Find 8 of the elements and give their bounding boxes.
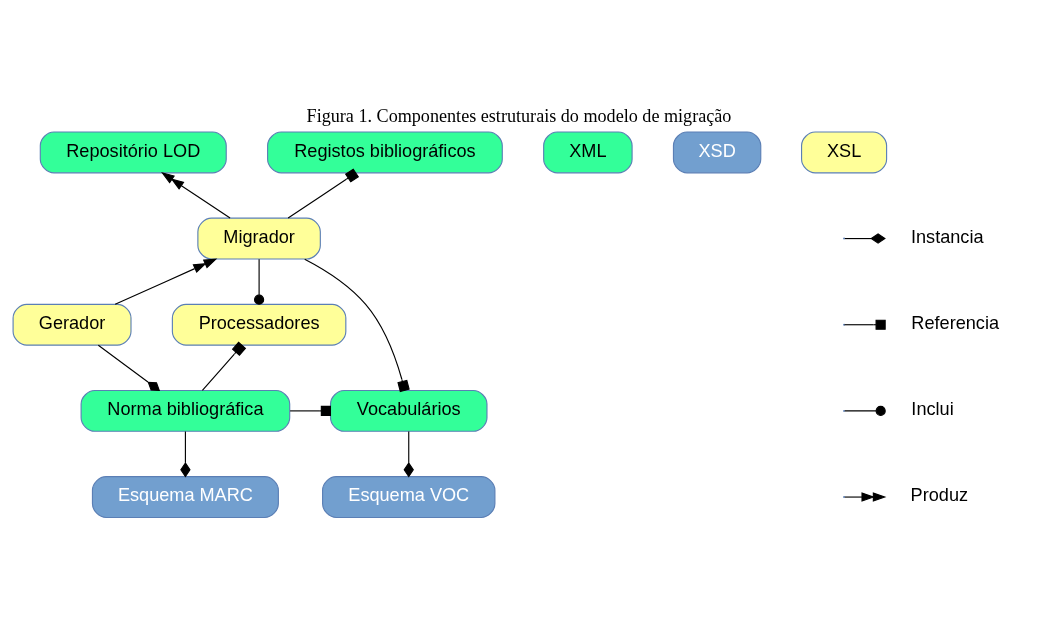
legend-label: Instancia — [910, 226, 984, 247]
legend-label: XSD — [698, 140, 736, 161]
legend-label: Produz — [910, 484, 969, 505]
diagram-title: Figura 1. Componentes estruturais do modelo de migração — [306, 105, 732, 126]
legend-label: Referencia — [911, 312, 1000, 333]
legend-label: XSL — [826, 140, 862, 161]
legend-label: XML — [569, 140, 607, 161]
legend-label: Inclui — [911, 398, 954, 419]
